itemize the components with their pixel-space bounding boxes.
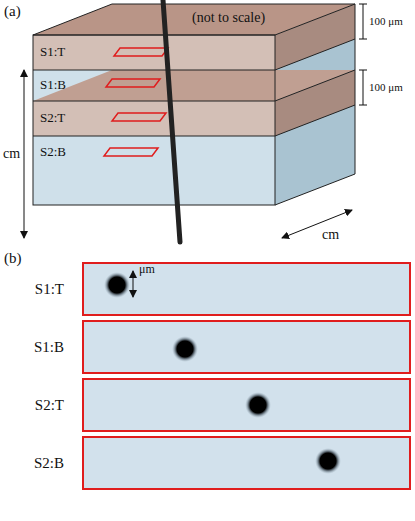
edges (33, 4, 355, 205)
hit-panels (82, 262, 411, 490)
substrate-block (33, 4, 355, 205)
dimension: cm (3, 146, 20, 161)
slab-1 (33, 4, 355, 70)
hit-panel: S2:T (82, 378, 411, 432)
panel-heading: S2:B (34, 455, 64, 472)
panel-letter: (a) (4, 3, 21, 20)
panel-letter: (b) (4, 250, 22, 267)
sensor-planes (104, 48, 168, 156)
hit-panel: S2:B (82, 436, 411, 490)
dimension: cm (322, 227, 339, 242)
plane-label: S1:T (40, 45, 65, 59)
panel-heading: S1:T (35, 281, 64, 298)
particle-track (163, 0, 180, 242)
hit-panel: S1:T (82, 262, 411, 316)
plane-label: S2:B (40, 145, 66, 159)
plane-label: S2:T (40, 111, 65, 125)
panel-heading: S1:B (34, 339, 64, 356)
plane-label: S1:B (40, 78, 66, 92)
slab-2 (33, 70, 355, 136)
dimension: 100 μm (369, 15, 403, 27)
note: (not to scale) (192, 10, 265, 25)
dimension: 100 μm (369, 81, 403, 93)
panel-heading: S2:T (35, 397, 64, 414)
dimension-brackets (24, 4, 367, 238)
dimension: μm (139, 263, 155, 276)
hit-panel: S1:B (82, 320, 411, 374)
